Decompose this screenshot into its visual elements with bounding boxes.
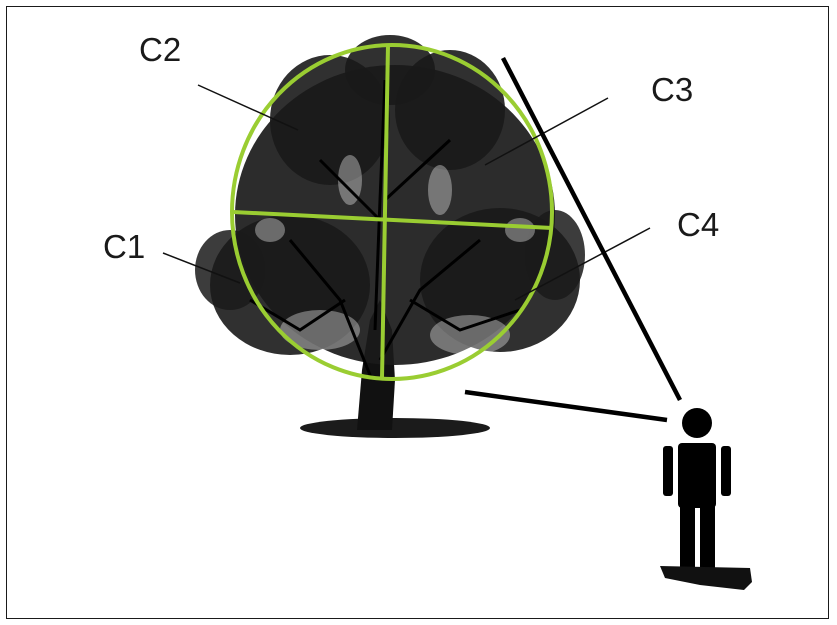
c4-leader-line	[514, 227, 651, 301]
crown-measurement-crosshair	[230, 43, 554, 381]
tree-ground-shadow	[300, 418, 490, 438]
c2-leader-line	[197, 84, 299, 131]
leader-lines	[162, 84, 651, 301]
vertical-crosshair-line	[380, 44, 390, 379]
observer-left-arm	[663, 446, 673, 496]
crown-circle	[230, 43, 554, 381]
label-c4: C4	[677, 206, 720, 243]
observer-head	[682, 408, 712, 438]
observer-shadow	[660, 566, 752, 590]
label-c2: C2	[139, 31, 182, 68]
sight-lines	[464, 56, 682, 423]
tree-illustration	[195, 35, 585, 438]
tree-branches	[249, 79, 521, 381]
observer-left-leg	[680, 505, 695, 570]
observer-right-leg	[700, 505, 715, 570]
tree-crown	[195, 35, 585, 365]
c3-leader-line	[484, 97, 609, 166]
observer-right-arm	[721, 446, 731, 496]
observer-torso	[678, 443, 716, 508]
observer-figure	[660, 408, 752, 590]
sight-line-base	[464, 389, 668, 423]
horizontal-crosshair-line	[232, 210, 553, 230]
sight-line-top	[501, 56, 682, 402]
c1-leader-line	[162, 252, 241, 284]
label-c3: C3	[651, 71, 694, 108]
label-c1: C1	[103, 228, 146, 265]
